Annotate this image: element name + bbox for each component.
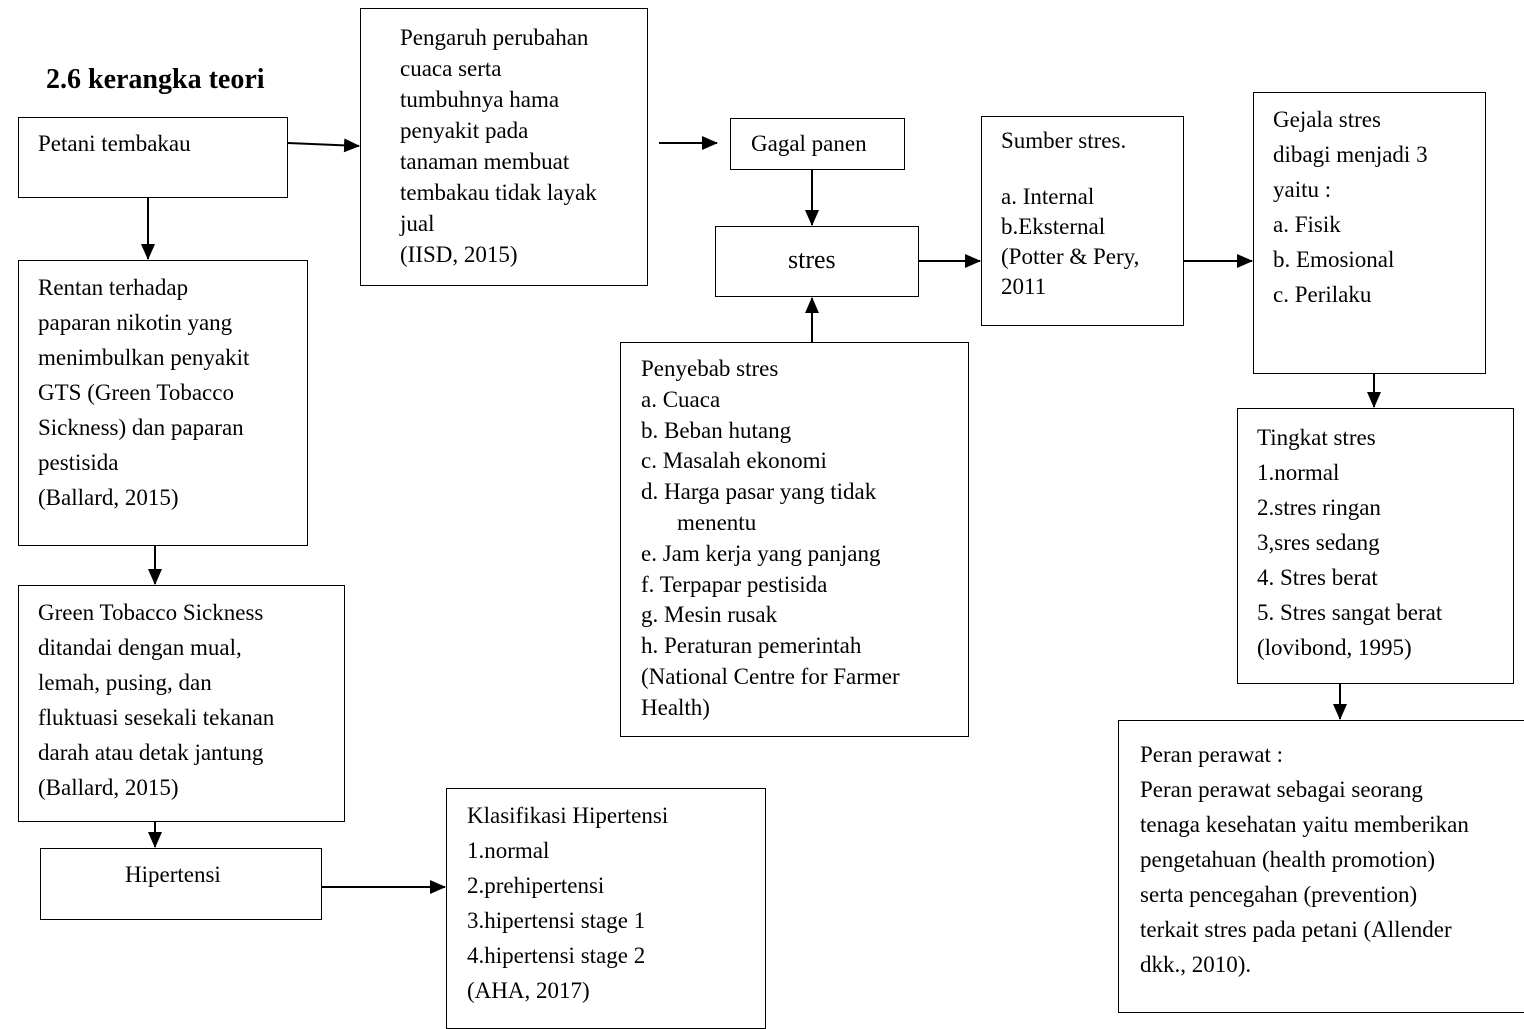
box-text-line: Tingkat stres [1257,425,1376,450]
box-text-line: b. Emosional [1273,247,1395,272]
box-text-line: Penyebab stres [641,356,779,381]
box-text-line: pengetahuan (health promotion) [1140,847,1436,872]
box-penyebab-stres: Penyebab stres a. Cuaca b. Beban hutang … [620,342,969,737]
box-text-line: dibagi menjadi 3 [1273,142,1428,167]
box-text-line: 3.hipertensi stage 1 [467,908,646,933]
box-text-line: (Ballard, 2015) [38,775,179,800]
box-text-line: tanaman membuat [400,149,570,174]
box-text-line: f. Terpapar pestisida [641,571,828,597]
box-text-line: Sickness) dan paparan [38,415,244,440]
box-sumber-stres: Sumber stres. a. Internal b.Eksternal (P… [981,116,1184,326]
box-text-line: e. Jam kerja yang panjang [641,540,881,566]
box-text-line: yaitu : [1273,177,1332,202]
box-text-line: a. Internal [1001,184,1095,209]
arrow-petani-to-pengaruh [287,138,360,153]
box-text-line: terkait stres pada petani (Allender [1140,917,1452,942]
box-text-line: 2.prehipertensi [467,873,605,898]
box-text-line: (National Centre for Farmer [641,663,900,689]
box-text-line: Peran perawat : [1140,742,1284,767]
box-text-line: 4.hipertensi stage 2 [467,943,646,968]
box-text-line: Peran perawat sebagai seorang [1140,777,1423,802]
box-text-line: b.Eksternal [1001,214,1106,239]
box-text-line: Health) [641,694,710,720]
box-text-line: fluktuasi sesekali tekanan [38,705,275,730]
box-text-line: ditandai dengan mual, [38,635,242,660]
box-text-line: lemah, pusing, dan [38,670,212,695]
box-text-line: jual [400,211,435,236]
box-text-line: b. Beban hutang [641,417,792,443]
box-text-line: Sumber stres. [1001,128,1127,153]
box-text-line: tumbuhnya hama [400,87,560,112]
box-text-line: GTS (Green Tobacco [38,380,234,405]
box-text-line: 1.normal [467,838,550,863]
box-text-line: stres [788,245,836,274]
box-text-line: (Potter & Pery, [1001,244,1140,269]
box-gejala-stres: Gejala stres dibagi menjadi 3 yaitu : a.… [1253,92,1486,374]
box-text-line: 5. Stres sangat berat [1257,600,1443,625]
box-text-line: dkk., 2010). [1140,952,1252,977]
box-text-line: paparan nikotin yang [38,310,233,335]
box-text-line: d. Harga pasar yang tidak [641,479,877,505]
box-rentan-paparan: Rentan terhadap paparan nikotin yang men… [18,260,308,546]
box-text-line: Klasifikasi Hipertensi [467,803,669,828]
box-klasifikasi-hipertensi: Klasifikasi Hipertensi 1.normal 2.prehip… [446,788,766,1029]
box-text-line: pestisida [38,450,119,475]
box-gagal-panen: Gagal panen [730,118,905,170]
box-text-line: cuaca serta [400,56,502,81]
box-text-line: Petani tembakau [38,131,191,156]
box-text-line: 4. Stres berat [1257,565,1378,590]
box-text-line: menimbulkan penyakit [38,345,250,370]
box-text-line: (lovibond, 1995) [1257,635,1412,660]
box-petani-tembakau: Petani tembakau [18,117,288,198]
box-text-line: c. Masalah ekonomi [641,448,827,474]
box-text-line: Pengaruh perubahan [400,25,589,50]
box-text-line: tembakau tidak layak [400,180,597,205]
diagram-title: 2.6 kerangka teori [46,64,265,95]
box-text-line: (IISD, 2015) [400,242,518,267]
box-peran-perawat: Peran perawat : Peran perawat sebagai se… [1118,720,1524,1013]
box-text-line: serta pencegahan (prevention) [1140,882,1418,907]
box-text-line: penyakit pada [400,118,529,143]
box-text-line: Hipertensi [125,862,221,887]
box-text-line: menentu [677,509,757,535]
box-text-line: Gejala stres [1273,107,1381,132]
box-text-line: 2011 [1001,274,1047,299]
box-text-line: (AHA, 2017) [467,978,590,1003]
box-green-tobacco-sickness: Green Tobacco Sickness ditandai dengan m… [18,585,345,822]
box-text-line [1001,156,1139,182]
box-pengaruh-perubahan-cuaca: Pengaruh perubahan cuaca serta tumbuhnya… [360,8,648,286]
box-text-line: 2.stres ringan [1257,495,1381,520]
box-text-line: Rentan terhadap [38,275,189,300]
box-text-line: c. Perilaku [1273,282,1372,307]
box-tingkat-stres: Tingkat stres 1.normal 2.stres ringan 3,… [1237,408,1514,684]
box-text-line: a. Fisik [1273,212,1341,237]
box-text-line: tenaga kesehatan yaitu memberikan [1140,812,1469,837]
box-text-line: Gagal panen [751,131,867,156]
box-text-line: 1.normal [1257,460,1340,485]
box-text-line: h. Peraturan pemerintah [641,633,862,659]
box-text-line: (Ballard, 2015) [38,485,179,510]
box-text-line: 3,sres sedang [1257,530,1380,555]
box-text-line: g. Mesin rusak [641,602,778,628]
box-text-line: a. Cuaca [641,386,721,412]
box-text-line: darah atau detak jantung [38,740,264,765]
box-stres: stres [715,226,919,297]
box-hipertensi: Hipertensi [40,848,322,920]
box-text-line: Green Tobacco Sickness [38,600,264,625]
